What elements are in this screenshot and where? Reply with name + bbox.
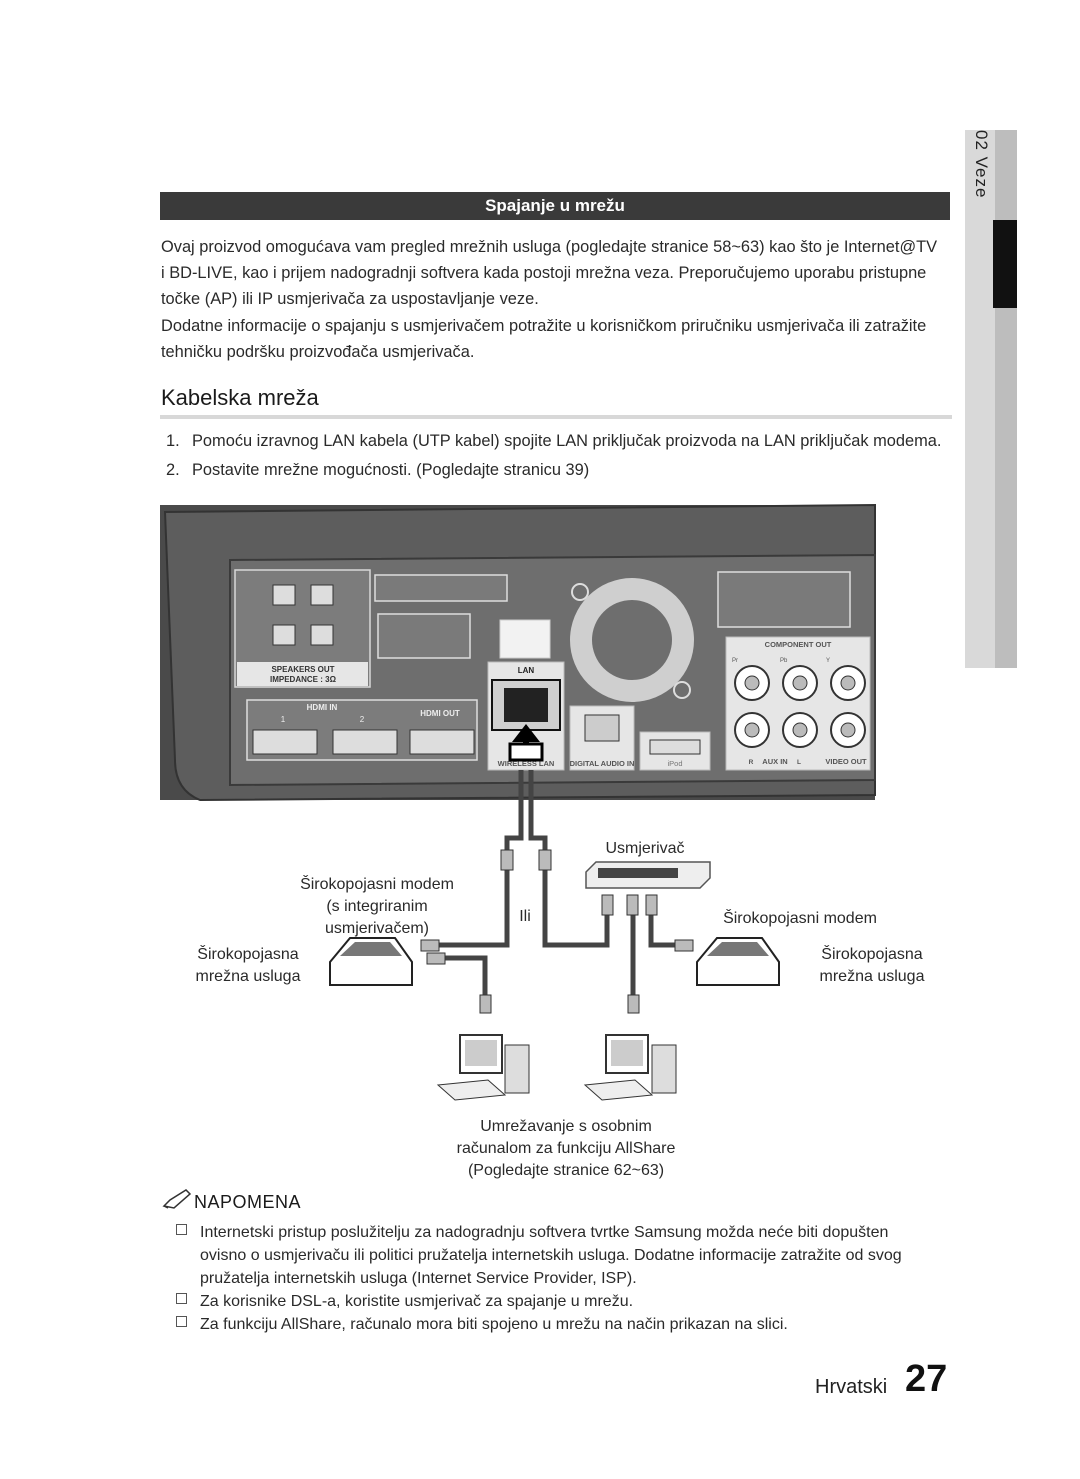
modem-left-label-line2: (s integriranim xyxy=(326,898,427,915)
cable-connectors xyxy=(420,849,694,1014)
pc-caption-line1: Umrežavanje s osobnim xyxy=(480,1118,652,1135)
modem-right-label: Širokopojasni modem xyxy=(723,908,877,927)
note-item: Za funkciju AllShare, računalo mora biti… xyxy=(176,1313,936,1336)
page-number: 27 xyxy=(905,1358,948,1400)
pr-label: Pr xyxy=(732,658,738,664)
note-item: Za korisnike DSL-a, koristite usmjerivač… xyxy=(176,1290,936,1313)
note-bullet-icon xyxy=(176,1293,187,1304)
pc-caption-line3: (Pogledajte stranice 62~63) xyxy=(468,1162,664,1179)
heading-rule xyxy=(160,415,952,419)
page-heading: Kabelska mreža xyxy=(161,385,319,410)
video-out-label: VIDEO OUT xyxy=(825,757,867,766)
pc-right xyxy=(583,1034,677,1101)
or-label: Ili xyxy=(519,908,531,925)
note-item: Internetski pristup poslužitelju za nado… xyxy=(176,1221,936,1290)
step-text: Pomoću izravnog LAN kabela (UTP kabel) s… xyxy=(192,432,942,450)
service-right-line1: Širokopojasna xyxy=(821,944,923,963)
impedance-label: IMPEDANCE : 3Ω xyxy=(270,675,337,684)
y-label: Y xyxy=(826,658,830,664)
network-cables xyxy=(437,770,684,1000)
ipod-label: iPod xyxy=(667,759,682,768)
step-item: 2. Postavite mrežne mogućnosti. (Pogledaj… xyxy=(166,461,966,480)
router-label: Usmjerivač xyxy=(605,840,684,857)
device-rear-panel: SPEAKERS OUT IMPEDANCE : 3Ω HDMI IN 1 2 … xyxy=(160,503,876,802)
modem-left xyxy=(329,937,413,986)
hdmi-in-1-label: 1 xyxy=(281,715,286,724)
router-device xyxy=(585,861,711,889)
intro-paragraph-1: Ovaj proizvod omogućava vam pregled mrež… xyxy=(161,238,938,308)
note-bullet-icon xyxy=(176,1224,187,1235)
aux-in-label: AUX IN xyxy=(762,757,787,766)
note-pencil-icon xyxy=(162,1189,192,1209)
network-connection-diagram: SPEAKERS OUT IMPEDANCE : 3Ω HDMI IN 1 2 … xyxy=(160,503,925,1179)
step-text: Postavite mrežne mogućnosti. (Pogledajte… xyxy=(192,461,590,479)
wireless-lan-label: WIRELESS LAN xyxy=(498,759,555,768)
hdmi-out-label: HDMI OUT xyxy=(420,709,460,718)
modem-left-label-line1: Širokopojasni modem xyxy=(300,874,454,893)
footer-language: Hrvatski xyxy=(815,1376,888,1398)
side-tab-marker xyxy=(993,220,1017,308)
step-number: 2. xyxy=(166,461,180,479)
step-item: 1. Pomoću izravnog LAN kabela (UTP kabel)… xyxy=(166,432,966,451)
service-right-line2: mrežna usluga xyxy=(820,968,925,985)
aux-r-label: R xyxy=(749,759,754,766)
hdmi-in-2-label: 2 xyxy=(360,715,365,724)
component-out-label: COMPONENT OUT xyxy=(765,640,832,649)
service-left-line1: Širokopojasna xyxy=(197,944,299,963)
pc-left xyxy=(436,1034,530,1101)
pc-caption-line2: računalom za funkciju AllShare xyxy=(457,1140,676,1157)
aux-l-label: L xyxy=(797,759,801,766)
pb-label: Pb xyxy=(780,658,788,664)
side-tab-label: 02 Veze xyxy=(972,130,991,199)
modem-left-label-line3: usmjerivačem) xyxy=(325,920,429,937)
digital-audio-in-label: DIGITAL AUDIO IN xyxy=(570,759,635,768)
service-left-line2: mrežna usluga xyxy=(196,968,301,985)
section-title: Spajanje u mrežu xyxy=(160,192,950,220)
note-bullet-icon xyxy=(176,1316,187,1327)
note-title: NAPOMENA xyxy=(194,1192,302,1212)
note-item-text: Za funkciju AllShare, računalo mora biti… xyxy=(200,1316,788,1333)
note-item-text: Za korisnike DSL-a, koristite usmjerivač… xyxy=(200,1293,634,1310)
modem-right xyxy=(696,937,780,986)
intro-paragraph-2: Dodatne informacije o spajanju s usmjeri… xyxy=(161,317,927,361)
note-item-text: Internetski pristup poslužitelju za nado… xyxy=(200,1224,902,1287)
hdmi-in-label: HDMI IN xyxy=(307,703,338,712)
lan-cable-arrow xyxy=(508,724,544,762)
step-number: 1. xyxy=(166,432,180,450)
lan-port-label: LAN xyxy=(518,666,535,675)
speakers-out-label: SPEAKERS OUT xyxy=(271,665,334,674)
